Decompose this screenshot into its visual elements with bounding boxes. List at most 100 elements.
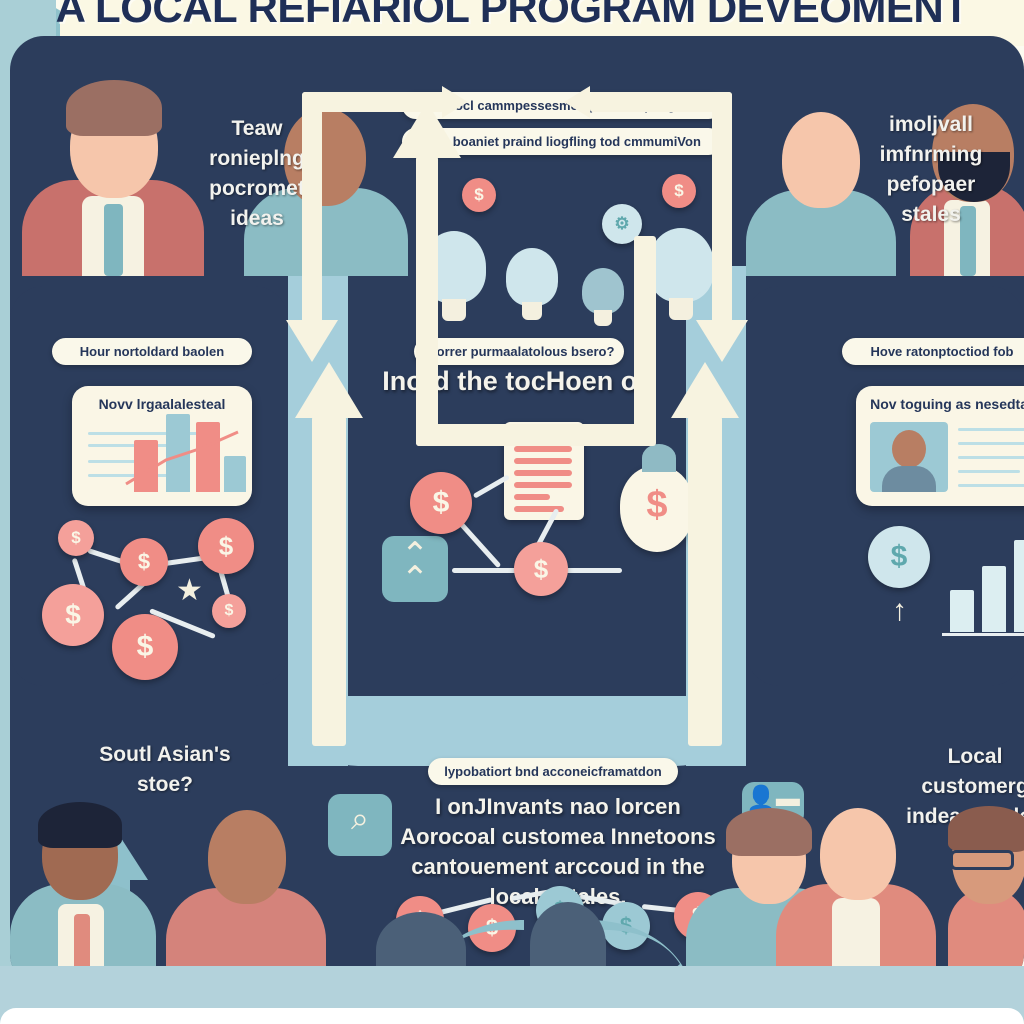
left-chart-card: Novv lrgaalalesteal — [72, 386, 252, 506]
chevron-up-box-icon: ⌃ ⌃ — [382, 536, 448, 602]
coin-icon: $ — [662, 174, 696, 208]
right-card-title: Nov toguing as nesedtal — [870, 396, 1024, 412]
profile-text-line — [958, 428, 1024, 431]
person-message-icon: 👤▬ — [746, 785, 800, 812]
chevron-up-icon: ⌃ — [400, 560, 430, 598]
coin-icon-large: $ — [410, 472, 472, 534]
profile-text-line — [958, 470, 1020, 473]
profile-text-line — [958, 484, 1024, 487]
left-panel: Hour nortoldard baolen Novv lrgaalaleste… — [10, 286, 288, 686]
bulb-base — [594, 310, 612, 326]
avatar-tie — [104, 204, 123, 276]
coin-icon: $ — [112, 614, 178, 680]
avatar-head — [284, 108, 366, 206]
avatar-hair — [38, 802, 122, 848]
left-chart-title: Novv lrgaalalesteal — [98, 396, 226, 412]
connector-band-bottom — [288, 696, 746, 766]
arrow-head-left — [564, 86, 590, 118]
right-bar-chart — [942, 522, 1024, 636]
arrow-head-down — [696, 320, 748, 362]
arrow-head-up — [393, 102, 461, 158]
top-left-caption: Teaw ronieplng pocromet ideas — [209, 117, 305, 230]
chart-gridline — [88, 474, 178, 477]
arrow-shaft — [302, 92, 322, 326]
chart-gridline — [88, 460, 158, 463]
profile-text-line — [958, 442, 1024, 445]
person-bottom-woman-left — [166, 748, 326, 988]
arrow-shaft — [712, 92, 732, 326]
coin-icon: $ — [462, 178, 496, 212]
search-icon-bubble[interactable]: ⌕ — [328, 794, 392, 856]
gear-coin-icon: ⚙ — [602, 204, 642, 244]
bulb-base — [522, 302, 542, 320]
chart-bar — [224, 456, 246, 492]
bulb-glass — [582, 268, 624, 314]
chart-bar — [950, 590, 974, 632]
coin-icon-small: $ — [514, 542, 568, 596]
doc-line — [514, 446, 572, 452]
arrow-shaft — [416, 156, 438, 446]
arrow-shaft — [634, 236, 656, 436]
search-icon: ⌕ — [351, 800, 369, 836]
avatar-head — [208, 810, 286, 904]
bottom-band-white — [0, 1008, 1024, 1024]
bulb-glass — [648, 228, 714, 302]
right-panel: Hove ratonptoctiod fob Nov toguing as ne… — [746, 286, 1024, 686]
bottom-pill[interactable]: lypobatiort bnd acconeicframatdon — [428, 758, 678, 785]
bulb-base — [442, 299, 466, 321]
avatar-hair — [66, 80, 162, 136]
left-panel-pill[interactable]: Hour nortoldard baolen — [52, 338, 252, 365]
person-man-suit-left — [18, 48, 208, 276]
person-bottom-woman-right — [776, 748, 936, 988]
person-woman-right — [740, 48, 900, 276]
coin-badge-icon: $ — [868, 526, 930, 588]
money-bag-tie — [642, 444, 676, 472]
center-pill[interactable]: Porrer purmaalatolous bsero? — [414, 338, 624, 365]
doc-line — [514, 506, 564, 512]
chart-bar — [196, 422, 220, 492]
money-bag-dollar: $ — [646, 484, 668, 526]
center-link — [456, 518, 502, 569]
arrow-head-up — [295, 362, 363, 418]
coin-icon: $ — [198, 518, 254, 574]
avatar-head — [892, 430, 926, 468]
profile-text-line — [958, 456, 1024, 459]
center-link — [544, 568, 622, 573]
right-profile-card: Nov toguing as nesedtal — [856, 386, 1024, 506]
doc-line — [514, 482, 572, 488]
right-panel-pill[interactable]: Hove ratonptoctiod fob — [842, 338, 1024, 365]
chevron-up-icon: ⌃ — [400, 536, 430, 574]
coin-icon: $ — [212, 594, 246, 628]
avatar-head — [782, 112, 860, 208]
up-arrow-icon: ↑ — [892, 594, 907, 627]
bottom-row: Soutl Asian's stoe? lypobatiort bnd acco… — [10, 696, 1024, 988]
chart-gridline — [88, 432, 208, 435]
coin-icon: $ — [42, 584, 104, 646]
arrow-head-up — [671, 362, 739, 418]
avatar-head — [820, 808, 896, 900]
top-people-row: Teaw ronieplng pocromet ideas How flocl … — [10, 36, 1024, 326]
main-canvas: Teaw ronieplng pocromet ideas How flocl … — [10, 36, 1024, 988]
doc-line — [514, 470, 572, 476]
avatar-hair — [948, 806, 1024, 852]
page-title: A LOCAL REFIARIOL PROGRAM DEVEOMENT — [55, 0, 969, 31]
person-bearded-man — [910, 48, 1024, 276]
avatar-hair — [726, 808, 812, 856]
avatar-body — [882, 466, 936, 492]
bottom-right-caption: Local customerg indeas sacle? — [906, 745, 1024, 828]
coin-icon: $ — [120, 538, 168, 586]
glasses-icon — [950, 850, 1014, 870]
arrow-head-down — [286, 320, 338, 362]
center-link — [452, 568, 524, 573]
chart-trendline — [122, 426, 242, 488]
bulb-base — [669, 298, 693, 320]
person-woman-teal-left — [238, 48, 413, 276]
doc-line — [514, 494, 550, 500]
coin-network: $ $ $ $ $ $ ★ — [30, 506, 280, 680]
chart-bar — [1014, 540, 1024, 632]
doc-line — [514, 458, 572, 464]
top-right-caption: imoljvall imfnrming pefopaer stales — [879, 113, 983, 226]
chart-bar — [982, 566, 1006, 632]
avatar-tie — [960, 206, 976, 276]
